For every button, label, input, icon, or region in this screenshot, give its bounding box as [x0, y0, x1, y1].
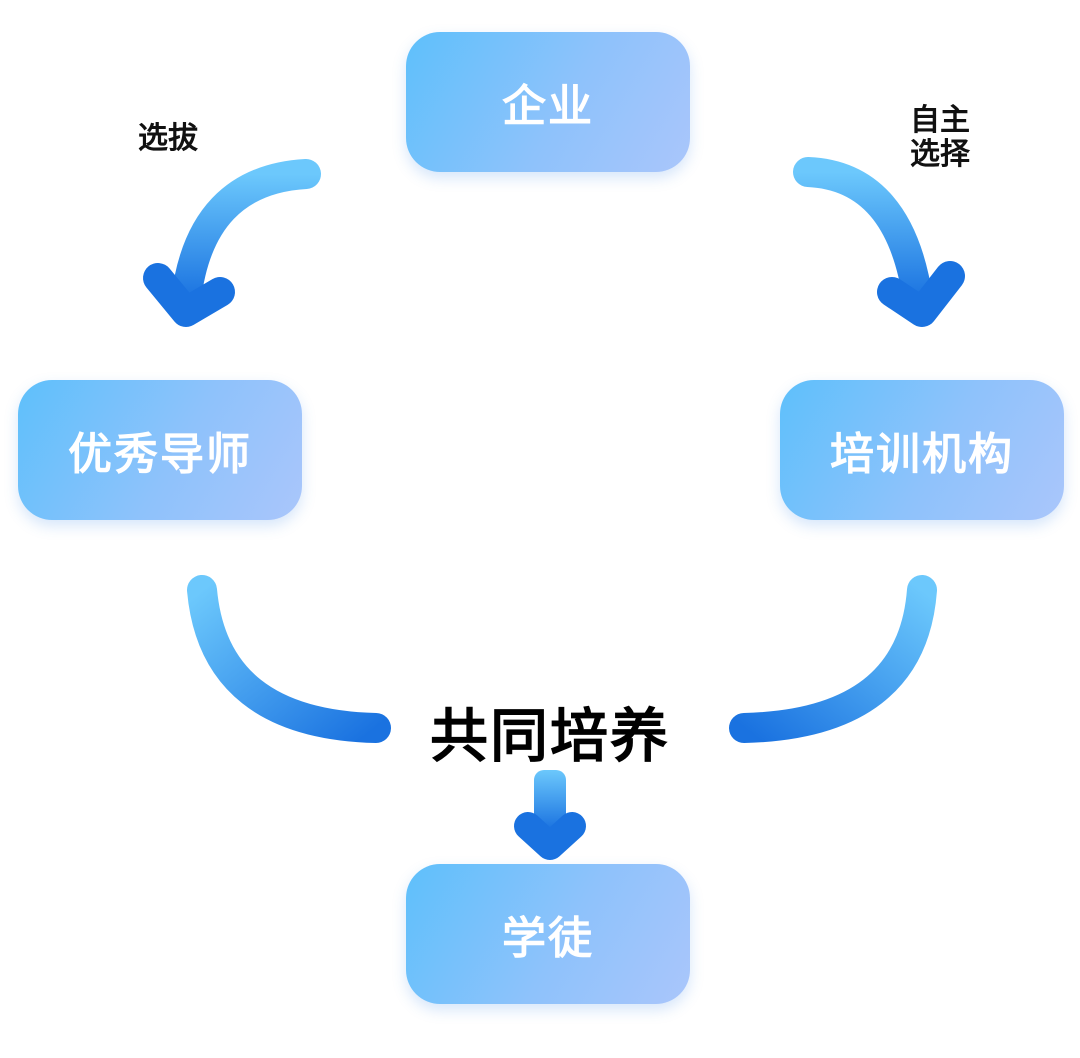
node-mentor: 优秀导师: [18, 380, 302, 520]
curve-institution-to-center: [729, 575, 937, 743]
node-institution: 培训机构: [780, 380, 1064, 520]
edge-label-self-choice-line2: 选择: [910, 137, 970, 172]
edge-label-self-choice: 自主 选择: [900, 104, 980, 172]
node-institution-label: 培训机构: [830, 429, 1014, 480]
center-label-joint-training: 共同培养: [429, 702, 670, 770]
edge-label-self-choice-line1: 自主: [910, 103, 970, 138]
node-mentor-label: 优秀导师: [68, 429, 252, 480]
node-enterprise: 企业: [406, 32, 690, 172]
arrow-enterprise-to-institution: [793, 157, 965, 327]
arrow-enterprise-to-mentor: [143, 159, 321, 327]
node-apprentice-label: 学徒: [502, 913, 594, 964]
curve-mentor-to-center: [187, 575, 391, 743]
arrow-center-to-apprentice: [514, 770, 586, 860]
node-apprentice: 学徒: [406, 864, 690, 1004]
edge-label-select: 选拔: [138, 121, 198, 156]
node-enterprise-label: 企业: [502, 81, 594, 132]
